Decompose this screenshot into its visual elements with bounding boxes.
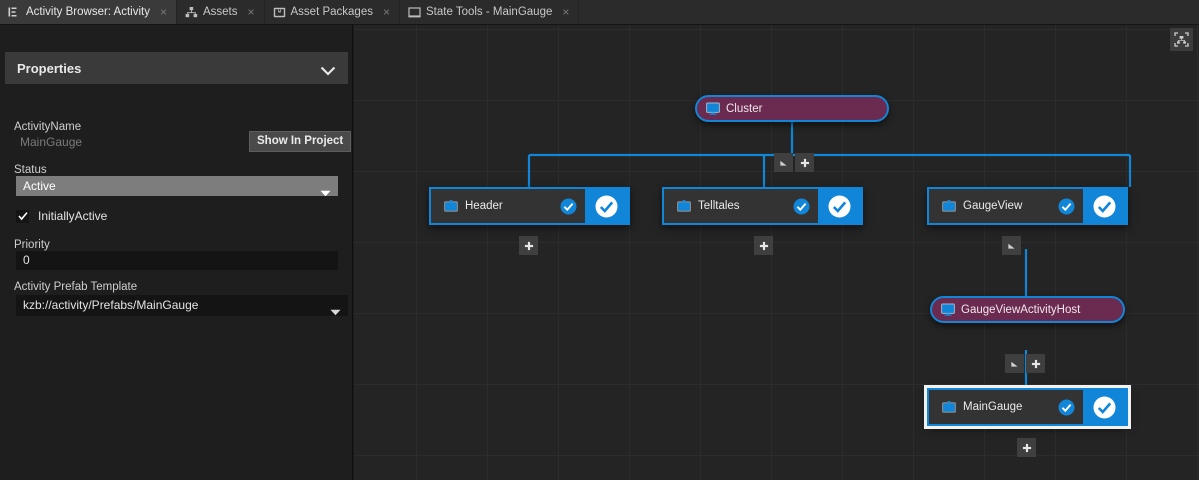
priority-label: Priority — [14, 239, 50, 251]
activity-name-value: MainGauge — [20, 135, 83, 149]
activity-name-value-wrap: MainGauge — [20, 133, 82, 151]
status-label: Status — [14, 164, 47, 176]
node-activate-button[interactable] — [1083, 390, 1126, 424]
tab-label: Asset Packages — [290, 6, 373, 18]
node-maingauge-body: MainGauge — [929, 390, 1083, 424]
status-select-value: Active — [23, 179, 56, 193]
node-label: GaugeView — [963, 200, 1023, 212]
tab-label: State Tools - MainGauge — [426, 6, 553, 18]
page-title: Properties — [17, 60, 82, 76]
status-label-wrap: Status — [14, 160, 47, 178]
node-gaugeview[interactable]: GaugeView — [927, 187, 1128, 225]
tab-label: Activity Browser: Activity — [26, 6, 150, 18]
prefab-label-wrap: Activity Prefab Template — [14, 277, 137, 295]
check-circle-icon — [828, 195, 851, 218]
node-maingauge[interactable]: MainGauge — [924, 385, 1131, 429]
fit-to-view-icon — [1174, 32, 1189, 47]
gaugehost-collapse-button[interactable] — [1005, 354, 1024, 373]
assets-icon — [185, 6, 198, 19]
node-gaugeview-body: GaugeView — [929, 189, 1083, 223]
gaugeview-collapse-button[interactable] — [1002, 236, 1021, 255]
initially-active-label: InitiallyActive — [38, 209, 108, 223]
plus-icon — [1031, 359, 1040, 368]
properties-panel: Properties ActivityName MainGauge Show I… — [0, 25, 353, 480]
check-circle-icon — [1093, 195, 1116, 218]
telltales-add-button[interactable] — [754, 236, 773, 255]
activity-prefab-template-label: Activity Prefab Template — [14, 281, 138, 293]
tab-assets[interactable]: Assets × — [177, 0, 265, 24]
monitor-icon — [942, 199, 956, 213]
check-circle-icon — [1093, 396, 1116, 419]
tab-close-icon[interactable]: × — [382, 5, 390, 19]
initially-active-row[interactable]: InitiallyActive — [16, 209, 107, 223]
activity-name-label: ActivityName — [14, 121, 82, 133]
node-cluster[interactable]: Cluster — [695, 95, 889, 122]
tab-close-icon[interactable]: × — [247, 5, 255, 19]
node-label: MainGauge — [963, 401, 1023, 413]
tab-bar: Activity Browser: Activity × Assets × — [0, 0, 1199, 25]
collapse-triangle-icon — [1008, 243, 1015, 249]
activity-prefab-template-select[interactable]: kzb://activity/Prefabs/MainGauge — [16, 295, 348, 316]
collapse-triangle-icon — [780, 160, 787, 166]
node-activate-button[interactable] — [585, 189, 628, 223]
plus-icon — [1022, 443, 1031, 452]
tab-asset-packages[interactable]: Asset Packages × — [265, 0, 400, 24]
show-in-project-button[interactable]: Show In Project — [249, 131, 352, 152]
status-select[interactable]: Active — [16, 176, 338, 196]
maingauge-add-button[interactable] — [1017, 438, 1036, 457]
node-activate-button[interactable] — [818, 189, 861, 223]
node-telltales-body: Telltales — [664, 189, 818, 223]
fit-to-view-button[interactable] — [1170, 28, 1193, 51]
plus-icon — [524, 241, 533, 250]
node-gaugeview-activity-host[interactable]: GaugeViewActivityHost — [930, 296, 1125, 323]
initially-active-checkbox[interactable] — [16, 209, 29, 223]
monitor-icon — [677, 199, 691, 213]
plus-icon — [759, 241, 768, 250]
monitor-icon — [942, 400, 956, 414]
node-status-badge — [793, 198, 810, 215]
node-telltales[interactable]: Telltales — [662, 187, 863, 225]
gaugehost-add-button[interactable] — [1026, 354, 1045, 373]
caret-down-icon — [330, 302, 341, 316]
activity-browser-icon — [8, 6, 21, 19]
cluster-add-button[interactable] — [795, 153, 814, 172]
collapse-triangle-icon — [1011, 361, 1018, 367]
caret-down-icon — [320, 183, 331, 196]
priority-label-wrap: Priority — [14, 235, 50, 253]
chevron-down-icon[interactable] — [320, 63, 336, 76]
node-label: Cluster — [726, 102, 763, 115]
header-add-button[interactable] — [519, 236, 538, 255]
tab-close-icon[interactable]: × — [562, 5, 570, 19]
priority-input[interactable]: 0 — [16, 251, 338, 270]
node-label: Telltales — [698, 200, 740, 212]
check-circle-icon — [595, 195, 618, 218]
node-label: GaugeViewActivityHost — [961, 303, 1081, 316]
activity-name-label-wrap: ActivityName — [14, 117, 81, 135]
activity-prefab-template-value: kzb://activity/Prefabs/MainGauge — [23, 298, 199, 312]
monitor-icon — [706, 102, 720, 115]
node-activate-button[interactable] — [1083, 189, 1126, 223]
tab-activity-browser[interactable]: Activity Browser: Activity × — [0, 0, 177, 24]
node-label: Header — [465, 200, 503, 212]
node-status-badge — [1058, 399, 1075, 416]
node-status-badge — [1058, 198, 1075, 215]
node-status-badge — [560, 198, 577, 215]
plus-icon — [800, 158, 809, 167]
node-header[interactable]: Header — [429, 187, 630, 225]
state-tools-icon — [408, 6, 421, 19]
activity-graph-canvas[interactable]: Cluster Header — [354, 25, 1199, 480]
monitor-icon — [444, 199, 458, 213]
tab-label: Assets — [202, 6, 238, 18]
node-header-body: Header — [431, 189, 585, 223]
properties-header[interactable]: Properties — [5, 52, 348, 84]
tab-state-tools[interactable]: State Tools - MainGauge × — [400, 0, 580, 24]
monitor-icon — [941, 303, 955, 316]
asset-packages-icon — [273, 6, 286, 19]
tab-close-icon[interactable]: × — [159, 5, 167, 19]
cluster-collapse-button[interactable] — [774, 153, 793, 172]
